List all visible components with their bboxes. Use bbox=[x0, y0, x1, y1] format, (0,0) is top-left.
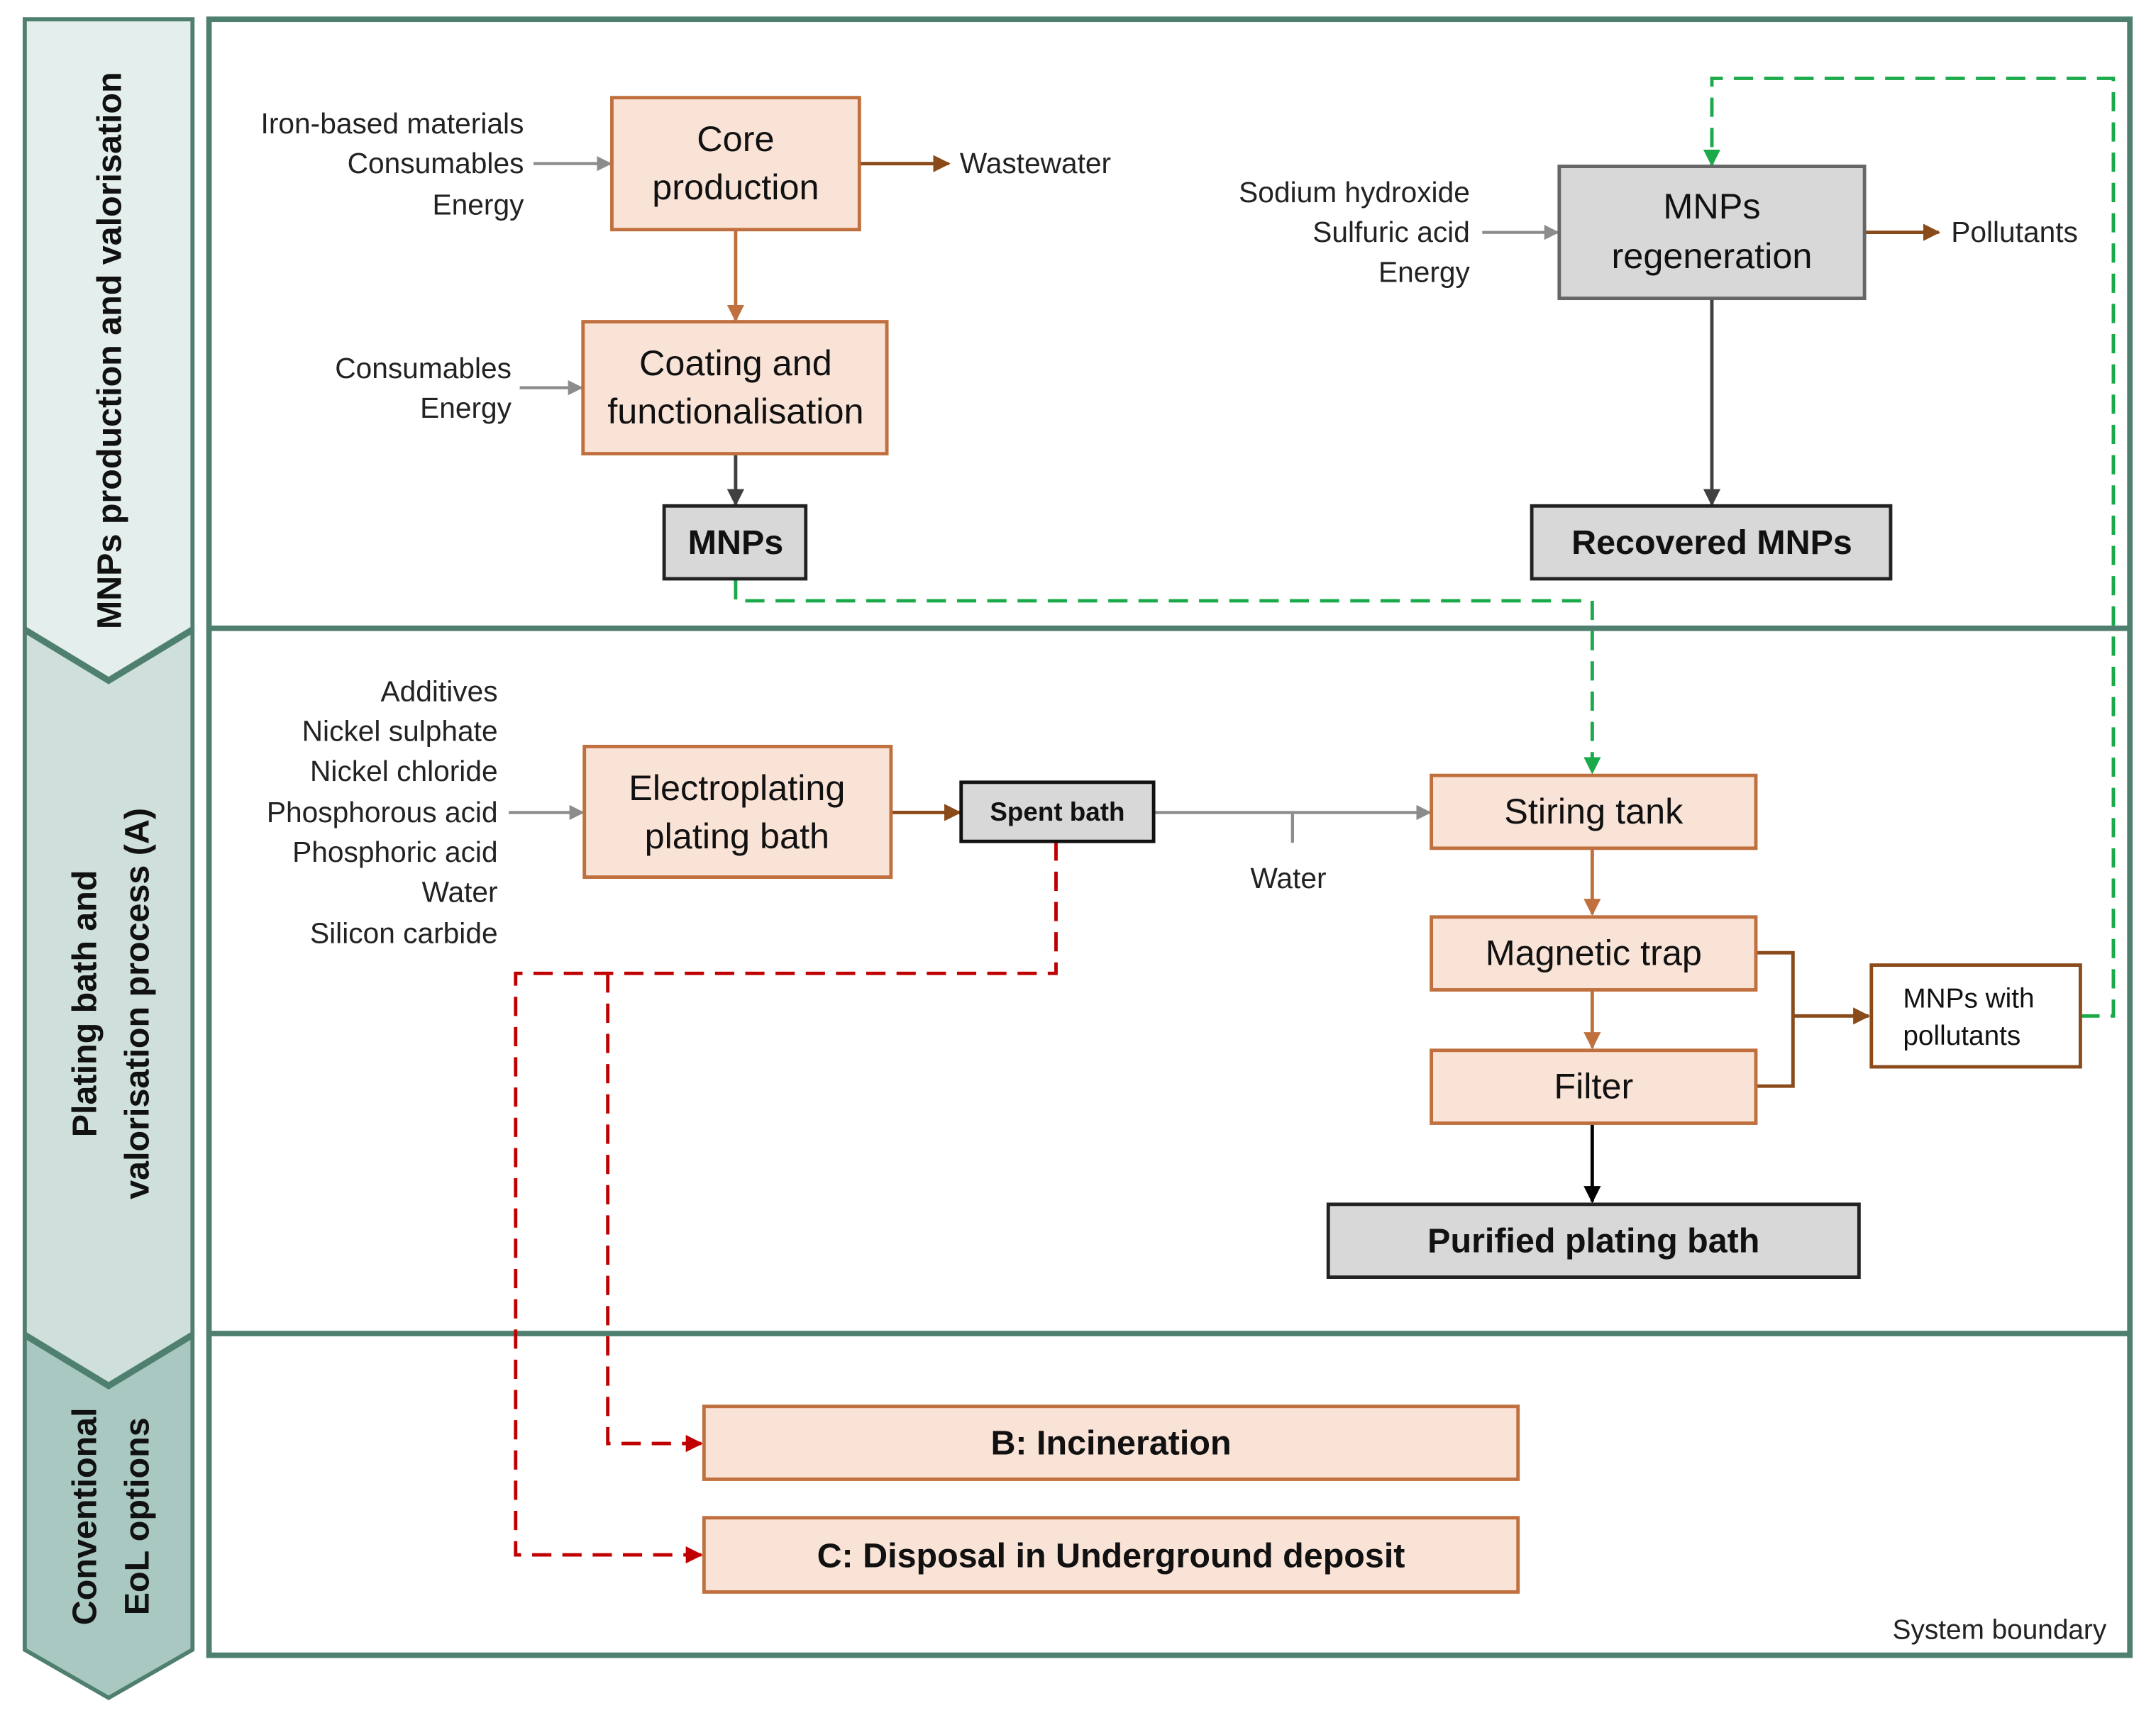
regeneration-label-2: regeneration bbox=[1612, 235, 1813, 276]
core-production-box: Core production bbox=[610, 96, 861, 232]
plating-input-6: Water bbox=[422, 875, 498, 908]
wastewater-label: Wastewater bbox=[960, 147, 1111, 179]
process-boxes: Core production Coating and functionalis… bbox=[581, 96, 2082, 1594]
band-plating-label-2: valorisation process (A) bbox=[118, 808, 156, 1199]
pollutants-label: Pollutants bbox=[1951, 216, 2078, 248]
spent-bath-box: Spent bath bbox=[959, 780, 1156, 843]
coating-input-2: Energy bbox=[420, 392, 512, 424]
filter-label: Filter bbox=[1554, 1066, 1633, 1107]
red-dashed-spent-to-incineration bbox=[606, 973, 703, 1453]
flow-labels: Iron-based materials Consumables Energy … bbox=[261, 107, 2078, 950]
plating-input-7: Silicon carbide bbox=[310, 917, 498, 950]
red-dashed-spent-to-disposal bbox=[514, 841, 1058, 1564]
band-eol-label-1: Conventional bbox=[66, 1407, 104, 1625]
core-input-2: Consumables bbox=[348, 147, 524, 179]
incineration-box: B: Incineration bbox=[702, 1404, 1520, 1481]
incineration-label: B: Incineration bbox=[990, 1424, 1231, 1463]
disposal-label: C: Disposal in Underground deposit bbox=[817, 1537, 1405, 1575]
plating-input-2: Nickel sulphate bbox=[302, 715, 498, 748]
regen-input-2: Sulfuric acid bbox=[1312, 216, 1470, 248]
plating-input-5: Phosphoric acid bbox=[292, 836, 498, 868]
mnps-with-pollutants-box: MNPs with pollutants bbox=[1869, 963, 2082, 1069]
spent-bath-label: Spent bath bbox=[990, 797, 1124, 826]
core-input-1: Iron-based materials bbox=[261, 107, 524, 140]
band-eol bbox=[22, 1332, 195, 1700]
water-label: Water bbox=[1251, 862, 1327, 894]
regen-input-3: Energy bbox=[1378, 255, 1471, 288]
mnps-regeneration-box: MNPs regeneration bbox=[1557, 165, 1867, 301]
bracket-trap-filter bbox=[1757, 950, 1795, 1088]
magnetic-trap-box: Magnetic trap bbox=[1430, 915, 1758, 992]
coating-input-1: Consumables bbox=[335, 352, 512, 384]
band-production bbox=[22, 17, 195, 682]
purified-plating-bath-box: Purified plating bath bbox=[1326, 1202, 1861, 1279]
plating-input-3: Nickel chloride bbox=[310, 755, 498, 787]
band-eol-label-2: EoL options bbox=[118, 1417, 156, 1615]
system-boundary-label: System boundary bbox=[1893, 1614, 2107, 1645]
electroplating-box: Electroplating plating bath bbox=[582, 745, 893, 879]
electroplating-label-2: plating bath bbox=[645, 816, 829, 856]
band-production-label: MNPs production and valorisation bbox=[91, 72, 129, 629]
mnps-pollutants-label-1: MNPs with bbox=[1903, 984, 2034, 1014]
regeneration-label-1: MNPs bbox=[1663, 186, 1760, 226]
band-plating bbox=[22, 627, 195, 1387]
recovered-mnps-box: Recovered MNPs bbox=[1530, 504, 1893, 581]
magnetic-trap-label: Magnetic trap bbox=[1486, 933, 1702, 973]
core-production-label-2: production bbox=[652, 167, 819, 207]
regen-input-1: Sodium hydroxide bbox=[1239, 176, 1470, 209]
green-dashed-pollutants-to-regen bbox=[1703, 77, 2116, 1018]
mnps-box: MNPs bbox=[662, 504, 808, 581]
filter-box: Filter bbox=[1430, 1048, 1758, 1125]
coating-label-1: Coating and bbox=[639, 343, 832, 383]
system-boundary-frame: System boundary bbox=[206, 16, 2133, 1658]
mnps-pollutants-label-2: pollutants bbox=[1903, 1021, 2020, 1051]
green-dashed-mnps-to-tank bbox=[734, 580, 1601, 775]
purified-bath-label: Purified plating bath bbox=[1427, 1222, 1759, 1260]
coating-label-2: functionalisation bbox=[607, 391, 863, 431]
section-bands: MNPs production and valorisation Plating… bbox=[22, 17, 195, 1700]
stiring-tank-label: Stiring tank bbox=[1504, 791, 1684, 831]
plating-input-1: Additives bbox=[380, 675, 497, 707]
recovered-mnps-label: Recovered MNPs bbox=[1571, 523, 1852, 562]
coating-box: Coating and functionalisation bbox=[581, 320, 889, 456]
stiring-tank-box: Stiring tank bbox=[1430, 773, 1758, 850]
electroplating-label-1: Electroplating bbox=[629, 767, 845, 808]
disposal-box: C: Disposal in Underground deposit bbox=[702, 1516, 1520, 1594]
core-input-3: Energy bbox=[433, 188, 525, 221]
mnps-label: MNPs bbox=[688, 523, 784, 562]
core-production-label-1: Core bbox=[697, 118, 774, 159]
plating-input-4: Phosphorous acid bbox=[267, 796, 498, 828]
connectors bbox=[509, 77, 2116, 1564]
band-plating-label-1: Plating bath and bbox=[66, 870, 104, 1138]
